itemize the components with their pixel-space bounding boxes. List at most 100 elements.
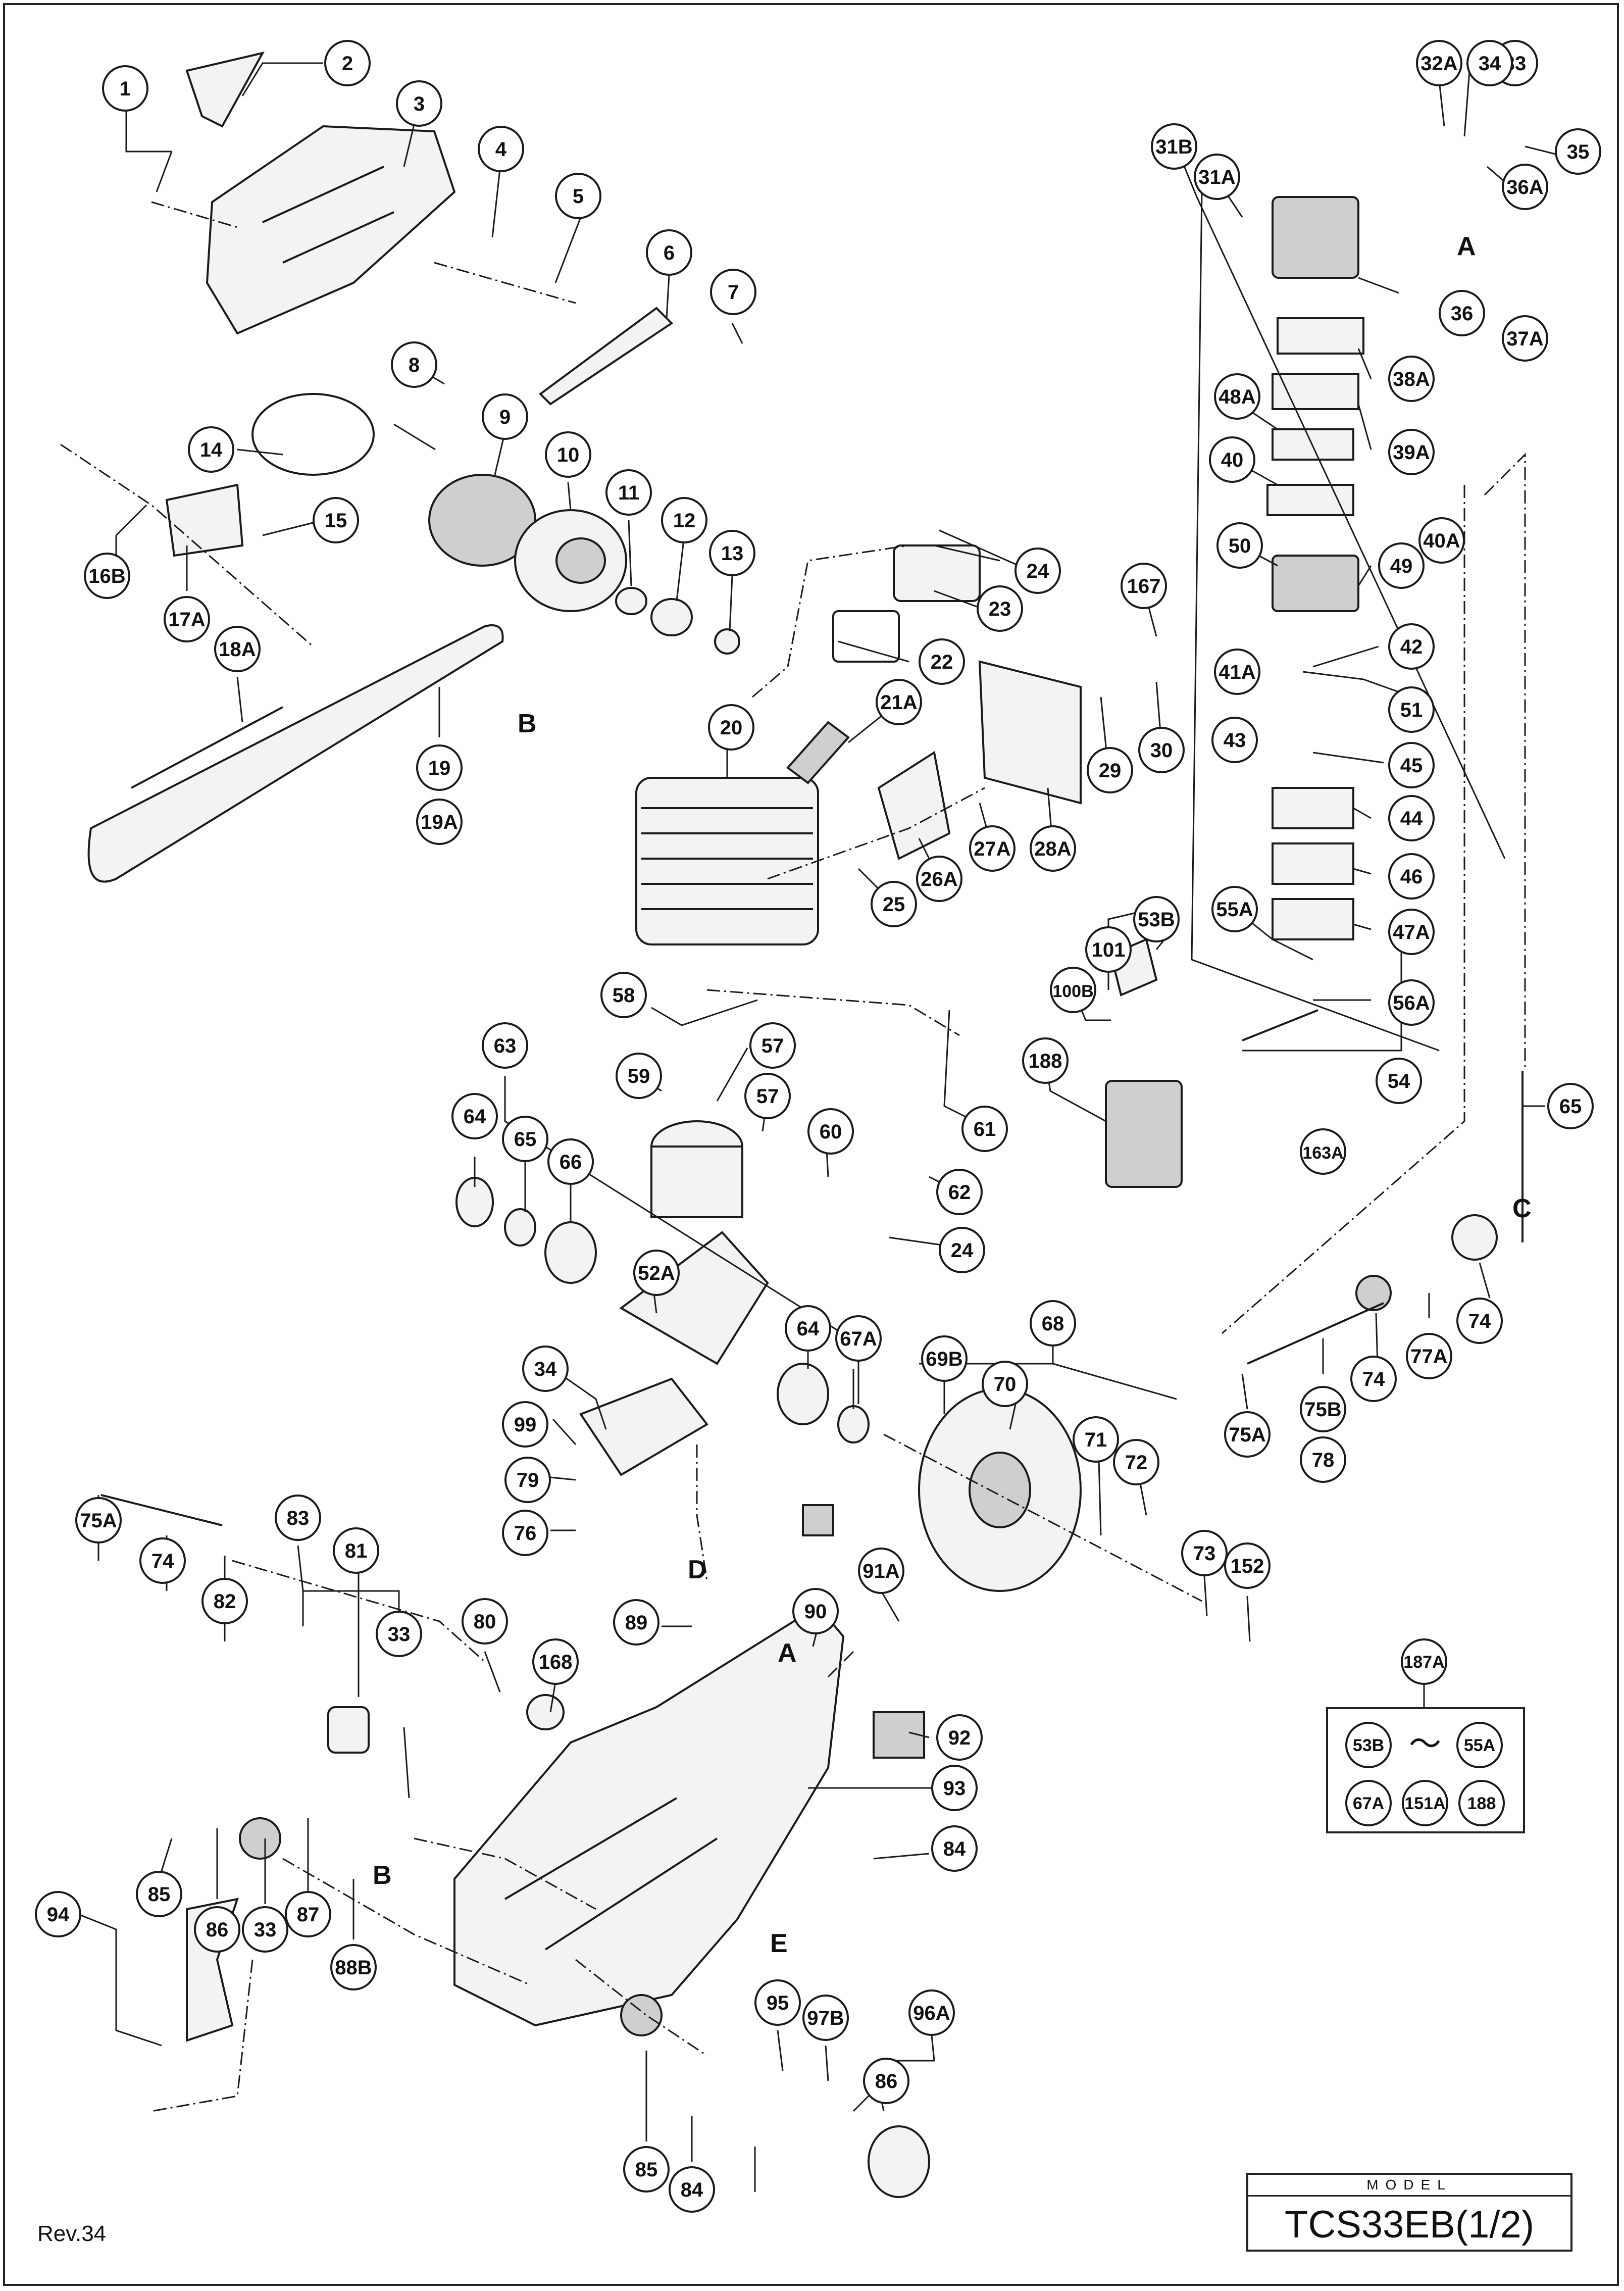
callout-163a-76[interactable]: 163A xyxy=(1300,1128,1346,1175)
callout-16b-15[interactable]: 16B xyxy=(84,553,130,599)
callout-77a-88[interactable]: 77A xyxy=(1406,1333,1452,1379)
callout-35-38[interactable]: 35 xyxy=(1555,128,1601,175)
callout-23-23[interactable]: 23 xyxy=(977,585,1023,632)
callout-36a-39[interactable]: 36A xyxy=(1502,164,1548,210)
kit-member-3[interactable]: 188 xyxy=(1458,1780,1505,1826)
callout-8-7[interactable]: 8 xyxy=(391,341,437,388)
callout-59-60[interactable]: 59 xyxy=(616,1053,662,1099)
callout-88b-115[interactable]: 88B xyxy=(330,1944,377,1990)
callout-56a-57[interactable]: 56A xyxy=(1388,979,1435,1026)
callout-70-82[interactable]: 70 xyxy=(982,1361,1028,1407)
callout-30-31[interactable]: 30 xyxy=(1138,727,1185,773)
callout-64-78[interactable]: 64 xyxy=(785,1305,831,1352)
callout-97b-118[interactable]: 97B xyxy=(802,1995,849,2041)
callout-1-0[interactable]: 1 xyxy=(102,65,148,112)
callout-61-63[interactable]: 61 xyxy=(961,1106,1008,1152)
callout-34-37[interactable]: 34 xyxy=(1466,40,1513,86)
callout-74-98[interactable]: 74 xyxy=(139,1537,186,1584)
callout-48a-44[interactable]: 48A xyxy=(1214,373,1260,420)
callout-84-110[interactable]: 84 xyxy=(931,1825,978,1872)
callout-62-64[interactable]: 62 xyxy=(936,1169,983,1215)
callout-65-67[interactable]: 65 xyxy=(502,1116,548,1162)
callout-25-26[interactable]: 25 xyxy=(871,881,917,927)
callout-29-30[interactable]: 29 xyxy=(1087,747,1133,793)
callout-67a-79[interactable]: 67A xyxy=(835,1315,882,1362)
callout-188-73[interactable]: 188 xyxy=(1022,1037,1069,1084)
callout-47a-56[interactable]: 47A xyxy=(1388,909,1435,955)
callout-84-122[interactable]: 84 xyxy=(669,2166,715,2213)
callout-7-6[interactable]: 7 xyxy=(710,269,756,315)
callout-26a-27[interactable]: 26A xyxy=(916,856,962,902)
callout-45-53[interactable]: 45 xyxy=(1388,742,1435,788)
callout-101-71[interactable]: 101 xyxy=(1085,926,1132,973)
callout-43-52[interactable]: 43 xyxy=(1211,717,1258,763)
callout-168-104[interactable]: 168 xyxy=(532,1638,579,1685)
callout-54-75[interactable]: 54 xyxy=(1376,1058,1422,1104)
callout-92-108[interactable]: 92 xyxy=(936,1714,983,1761)
callout-86-120[interactable]: 86 xyxy=(863,2058,909,2104)
callout-4-3[interactable]: 4 xyxy=(478,126,524,172)
callout-55a-74[interactable]: 55A xyxy=(1211,886,1258,932)
callout-17a-16[interactable]: 17A xyxy=(164,596,210,642)
callout-99-94[interactable]: 99 xyxy=(502,1401,548,1448)
callout-19-18[interactable]: 19 xyxy=(416,744,463,791)
callout-11-10[interactable]: 11 xyxy=(605,469,652,516)
callout-40a-46[interactable]: 40A xyxy=(1418,517,1465,564)
callout-74-87[interactable]: 74 xyxy=(1350,1356,1397,1402)
callout-39a-43[interactable]: 39A xyxy=(1388,429,1435,475)
callout-81-100[interactable]: 81 xyxy=(333,1527,379,1574)
callout-80-103[interactable]: 80 xyxy=(462,1598,508,1645)
callout-2-1[interactable]: 2 xyxy=(324,40,371,86)
callout-20-20[interactable]: 20 xyxy=(708,704,754,751)
callout-75b-91[interactable]: 75B xyxy=(1300,1386,1346,1432)
callout-57-59[interactable]: 57 xyxy=(749,1022,796,1069)
callout-100b-70[interactable]: 100B xyxy=(1050,967,1096,1013)
kit-member-1[interactable]: 67A xyxy=(1345,1780,1392,1826)
callout-66-68[interactable]: 66 xyxy=(547,1138,594,1185)
callout-49-47[interactable]: 49 xyxy=(1378,542,1425,589)
callout-40-45[interactable]: 40 xyxy=(1209,436,1255,483)
callout-12-11[interactable]: 12 xyxy=(661,497,707,543)
callout-78-92[interactable]: 78 xyxy=(1300,1436,1346,1483)
callout-89-105[interactable]: 89 xyxy=(613,1599,659,1646)
callout-85-111[interactable]: 85 xyxy=(136,1871,182,1917)
callout-13-12[interactable]: 13 xyxy=(709,530,755,576)
callout-53b-72[interactable]: 53B xyxy=(1133,896,1180,942)
callout-5-4[interactable]: 5 xyxy=(555,173,601,219)
callout-32a-35[interactable]: 32A xyxy=(1416,40,1462,86)
callout-31b-33[interactable]: 31B xyxy=(1151,123,1197,170)
callout-57-61[interactable]: 57 xyxy=(744,1073,791,1119)
callout-21a-21[interactable]: 21A xyxy=(876,679,922,725)
callout-27a-28[interactable]: 27A xyxy=(969,825,1016,872)
callout-10-9[interactable]: 10 xyxy=(545,431,591,478)
callout-152-86[interactable]: 152 xyxy=(1224,1542,1271,1589)
callout-15-14[interactable]: 15 xyxy=(313,497,359,543)
callout-18a-17[interactable]: 18A xyxy=(214,626,261,672)
callout-38a-42[interactable]: 38A xyxy=(1388,356,1435,402)
callout-71-83[interactable]: 71 xyxy=(1073,1416,1119,1463)
callout-52a-69[interactable]: 52A xyxy=(633,1250,680,1296)
callout-74-89[interactable]: 74 xyxy=(1456,1298,1503,1344)
callout-76-96[interactable]: 76 xyxy=(502,1510,548,1556)
callout-24-24[interactable]: 24 xyxy=(1014,547,1061,594)
callout-167-32[interactable]: 167 xyxy=(1121,563,1167,609)
callout-94-116[interactable]: 94 xyxy=(35,1891,81,1937)
kit-callout[interactable]: 187A xyxy=(1401,1638,1447,1685)
callout-58-58[interactable]: 58 xyxy=(600,972,647,1018)
callout-73-85[interactable]: 73 xyxy=(1181,1530,1228,1576)
callout-63-65[interactable]: 63 xyxy=(482,1022,528,1069)
callout-51-51[interactable]: 51 xyxy=(1388,686,1435,733)
callout-42-50[interactable]: 42 xyxy=(1388,623,1435,670)
callout-34-93[interactable]: 34 xyxy=(522,1346,569,1392)
callout-68-80[interactable]: 68 xyxy=(1030,1300,1076,1347)
callout-46-55[interactable]: 46 xyxy=(1388,853,1435,900)
callout-91a-107[interactable]: 91A xyxy=(858,1548,904,1594)
callout-79-95[interactable]: 79 xyxy=(504,1457,551,1503)
callout-95-117[interactable]: 95 xyxy=(754,1979,801,2026)
callout-85-121[interactable]: 85 xyxy=(623,2146,670,2193)
callout-96a-119[interactable]: 96A xyxy=(908,1989,955,2036)
callout-33-113[interactable]: 33 xyxy=(242,1906,288,1953)
callout-44-54[interactable]: 44 xyxy=(1388,795,1435,841)
callout-72-84[interactable]: 72 xyxy=(1113,1439,1159,1485)
kit-range-from[interactable]: 53B xyxy=(1345,1722,1392,1768)
